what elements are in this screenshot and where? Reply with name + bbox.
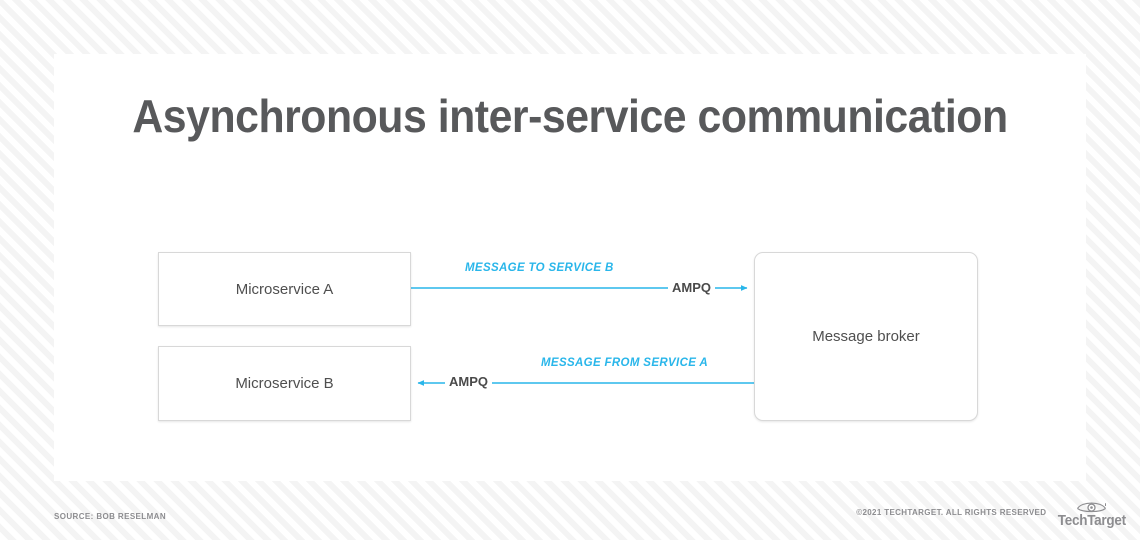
slide-card: Asynchronous inter-service communication…	[54, 54, 1086, 481]
node-label: Message broker	[812, 328, 920, 345]
footer-right-group: ©2021 TECHTARGET. ALL RIGHTS RESERVED Te…	[856, 498, 1130, 528]
protocol-label-a-to-broker: AMPQ	[668, 280, 715, 295]
flow-label-a-to-broker: MESSAGE TO SERVICE B	[465, 262, 614, 274]
node-label: Microservice A	[235, 280, 334, 298]
techtarget-wordmark: TechTarget	[1058, 512, 1127, 529]
source-credit: SOURCE: BOB RESELMAN	[54, 512, 167, 521]
node-microservice-b[interactable]: Microservice B	[158, 346, 411, 421]
architecture-diagram: Microservice A Microservice B Message br…	[54, 54, 1086, 481]
page-title: Asynchronous inter-service communication	[132, 90, 1008, 142]
copyright-notice: ©2021 TECHTARGET. ALL RIGHTS RESERVED	[856, 507, 1047, 517]
node-microservice-a[interactable]: Microservice A	[158, 252, 411, 326]
node-message-broker[interactable]: Message broker	[754, 252, 978, 421]
protocol-label-broker-to-b: AMPQ	[445, 374, 492, 389]
techtarget-logo: TechTarget	[1054, 498, 1130, 528]
flow-label-broker-to-b: MESSAGE FROM SERVICE A	[541, 357, 709, 369]
node-label: Microservice B	[235, 375, 334, 392]
eye-icon	[1077, 502, 1107, 513]
